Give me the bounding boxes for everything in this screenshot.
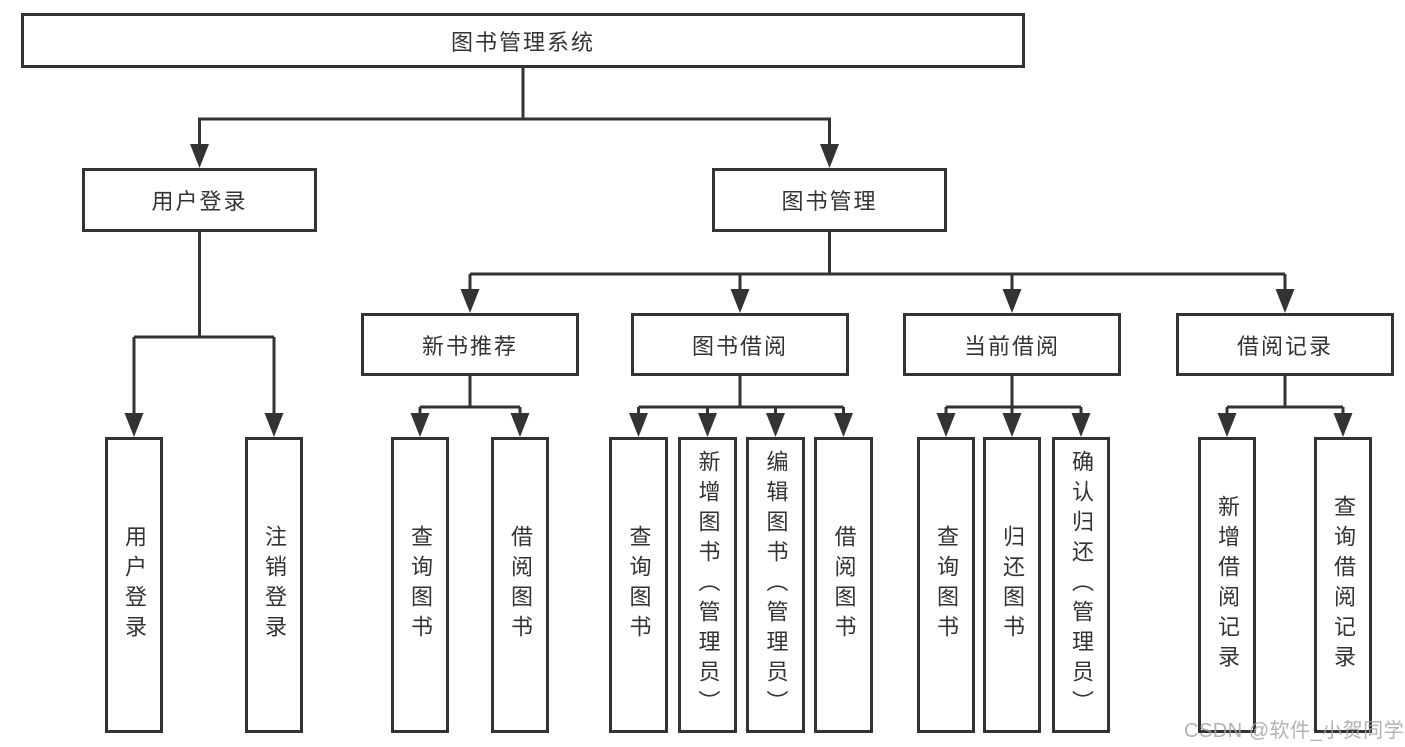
leaf-label: 借阅图书 — [831, 525, 857, 645]
leaf-label: 查询图书 — [408, 525, 433, 645]
leaf-label: 查询借阅记录 — [1331, 495, 1356, 675]
node-book-management: 图书管理 — [712, 168, 947, 232]
node-root-system: 图书管理系统 — [21, 13, 1025, 68]
node-current-borrow: 当前借阅 — [903, 313, 1121, 376]
arrow-down-icons — [124, 144, 1353, 437]
leaf-borrow-borrow-books: 借阅图书 — [814, 437, 873, 733]
leaf-records-query-record: 查询借阅记录 — [1314, 437, 1372, 733]
leaf-label: 注销登录 — [262, 525, 287, 645]
leaf-user-login: 用户登录 — [105, 437, 163, 733]
node-label: 图书管理系统 — [450, 29, 595, 55]
node-new-book-recommend: 新书推荐 — [361, 313, 579, 376]
leaf-newbooks-borrow-books: 借阅图书 — [491, 437, 549, 733]
leaf-label: 归还图书 — [1000, 525, 1025, 645]
node-label: 新书推荐 — [421, 333, 518, 359]
node-label: 用户登录 — [151, 189, 248, 214]
node-borrow-records: 借阅记录 — [1176, 313, 1394, 376]
leaf-current-query-books: 查询图书 — [917, 437, 975, 733]
node-label: 图书借阅 — [691, 333, 788, 359]
node-label: 当前借阅 — [963, 333, 1060, 359]
node-user-login: 用户登录 — [82, 168, 317, 232]
csdn-watermark: CSDN @软件_小贺同学 — [1184, 720, 1405, 742]
leaf-label: 查询图书 — [626, 525, 652, 645]
leaf-label: 用户登录 — [122, 525, 147, 645]
leaf-label: 编辑图书（管理员） — [763, 450, 789, 720]
leaf-borrow-query-books: 查询图书 — [609, 437, 668, 733]
leaf-newbooks-query-books: 查询图书 — [391, 437, 449, 733]
leaf-label: 借阅图书 — [508, 525, 533, 645]
leaf-borrow-add-books-admin: 新增图书（管理员） — [678, 437, 737, 733]
leaf-label: 新增借阅记录 — [1215, 495, 1240, 675]
leaf-label: 新增图书（管理员） — [695, 450, 721, 720]
leaf-label: 查询图书 — [934, 525, 959, 645]
leaf-borrow-edit-books-admin: 编辑图书（管理员） — [746, 437, 805, 733]
leaf-logout: 注销登录 — [245, 437, 303, 733]
node-label: 借阅记录 — [1236, 333, 1333, 359]
leaf-current-return-books: 归还图书 — [983, 437, 1041, 733]
leaf-current-confirm-return-admin: 确认归还（管理员） — [1052, 437, 1110, 733]
node-label: 图书管理 — [781, 189, 878, 214]
leaf-records-add-record: 新增借阅记录 — [1198, 437, 1256, 733]
node-book-borrow: 图书借阅 — [631, 313, 849, 376]
leaf-label: 确认归还（管理员） — [1069, 450, 1094, 720]
